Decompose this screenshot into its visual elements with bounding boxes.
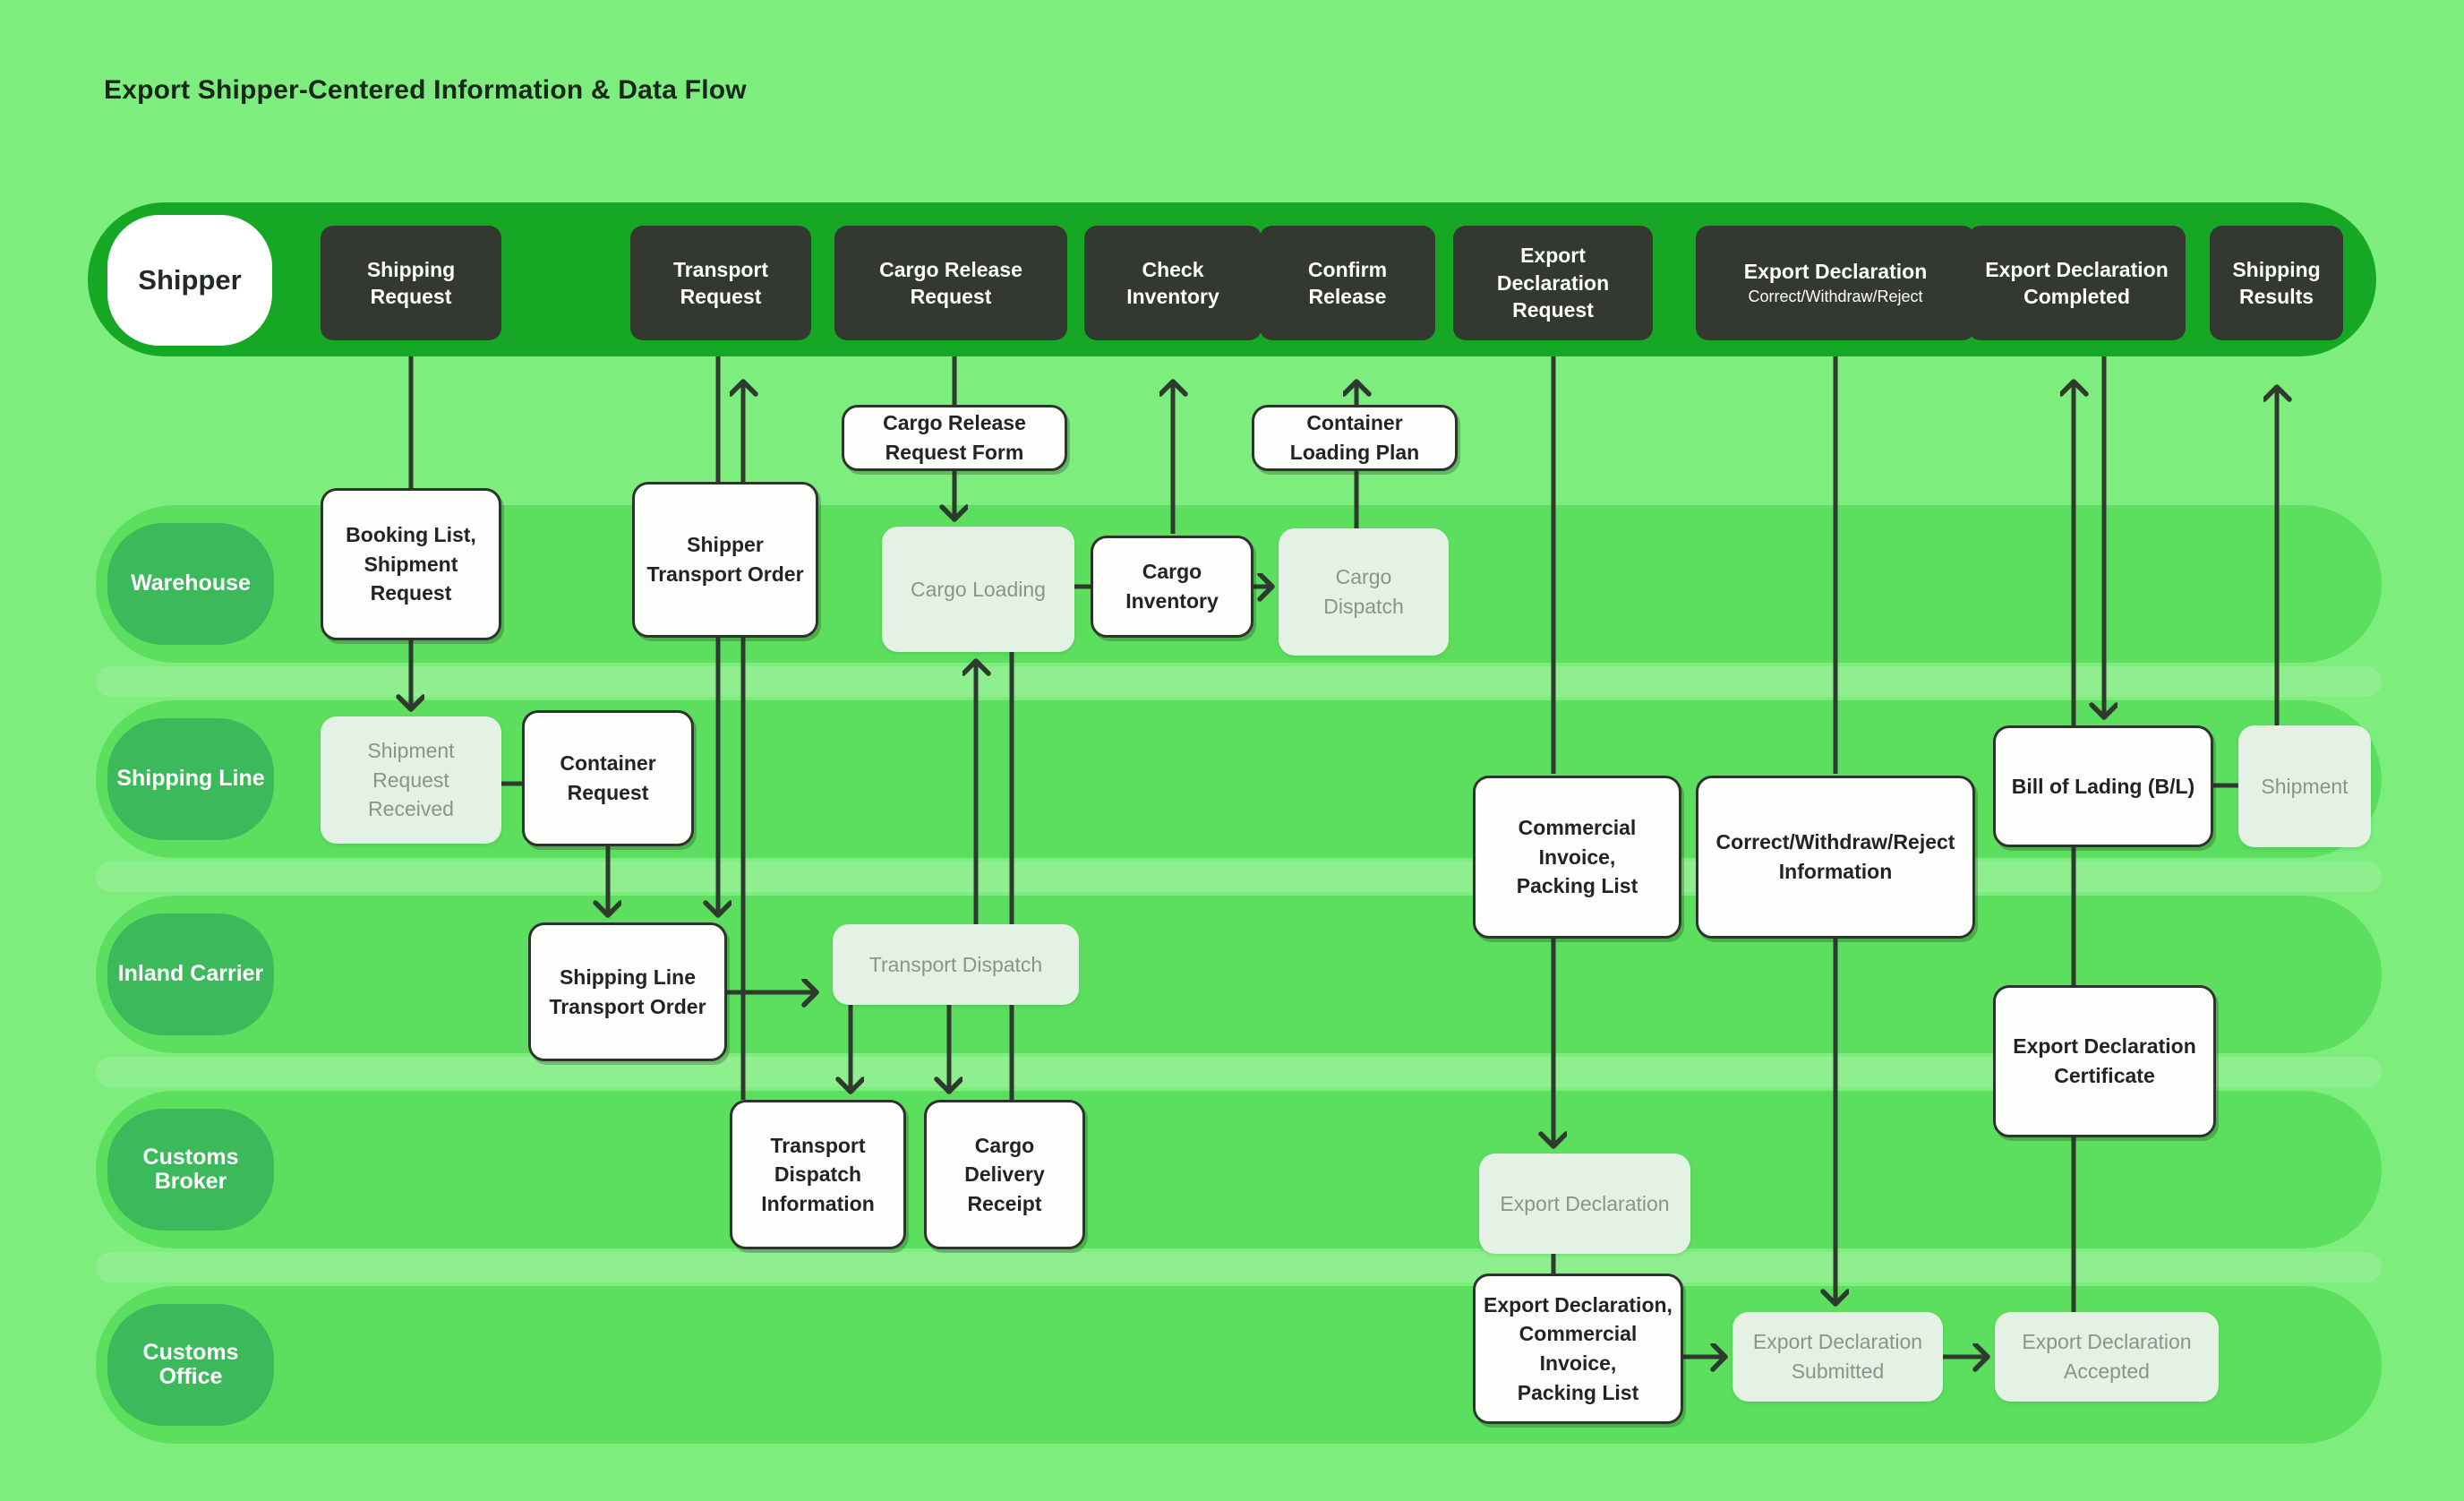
node-label: Shipper Transport Order: [646, 533, 804, 586]
step-cargo-release-request: Cargo Release Request: [834, 226, 1067, 340]
node-label: Cargo Delivery Receipt: [964, 1133, 1045, 1215]
diagram-title: Export Shipper-Centered Information & Da…: [104, 75, 747, 105]
step-label: Export Declaration Completed: [1985, 257, 2169, 308]
node-label: Export Declaration Certificate: [2013, 1034, 2196, 1087]
node-label: Shipment Request Received: [367, 739, 455, 821]
node-label: Export Declaration, Commercial Invoice, …: [1484, 1292, 1673, 1404]
lane-label-text: Customs Broker: [142, 1144, 239, 1194]
step-label: Export Declaration: [1743, 260, 1928, 284]
lane-label-customs-broker: Customs Broker: [107, 1109, 274, 1231]
node-shipper-transport-order: Shipper Transport Order: [632, 482, 818, 638]
node-label: Correct/Withdraw/Reject Information: [1715, 830, 1955, 883]
node-label: Shipment: [2261, 774, 2348, 798]
node-correct-withdraw-reject-information: Correct/Withdraw/Reject Information: [1696, 776, 1975, 939]
node-container-loading-plan: Container Loading Plan: [1252, 405, 1458, 471]
node-label: Cargo Release Request Form: [883, 411, 1026, 464]
node-label: Bill of Lading (B/L): [2011, 774, 2195, 798]
node-transport-dispatch-information: Transport Dispatch Information: [730, 1100, 906, 1249]
node-bill-of-lading: Bill of Lading (B/L): [1993, 725, 2213, 847]
step-export-declaration-request: Export Declaration Request: [1453, 226, 1653, 340]
node-label: Transport Dispatch: [868, 952, 1043, 976]
step-label: Confirm Release: [1307, 257, 1388, 308]
node-label: Shipping Line Transport Order: [549, 965, 706, 1018]
node-cargo-dispatch: Cargo Dispatch: [1279, 528, 1449, 656]
node-label: Cargo Loading: [911, 577, 1046, 601]
step-shipping-request: Shipping Request: [321, 226, 501, 340]
node-commercial-invoice-packing-list: Commercial Invoice, Packing List: [1473, 776, 1681, 939]
node-cargo-loading: Cargo Loading: [882, 527, 1074, 652]
node-shipment-request-received: Shipment Request Received: [321, 716, 501, 844]
node-export-declaration-certificate: Export Declaration Certificate: [1993, 985, 2216, 1137]
node-label: Booking List, Shipment Request: [346, 523, 476, 605]
step-transport-request: Transport Request: [630, 226, 811, 340]
node-export-declaration: Export Declaration: [1479, 1154, 1690, 1254]
lane-label-text: Warehouse: [131, 570, 251, 596]
step-label: Shipping Request: [366, 257, 456, 308]
shipper-actor-label: Shipper: [138, 264, 242, 296]
lane-label-inland-carrier: Inland Carrier: [107, 913, 274, 1035]
node-export-declaration-submitted: Export Declaration Submitted: [1732, 1312, 1943, 1402]
node-export-declaration-accepted: Export Declaration Accepted: [1995, 1312, 2219, 1402]
step-shipping-results: Shipping Results: [2210, 226, 2343, 340]
lane-gap-strip: [96, 666, 2382, 697]
step-export-declaration-completed: Export Declaration Completed: [1968, 226, 2186, 340]
node-label: Export Declaration: [1500, 1191, 1670, 1215]
node-transport-dispatch: Transport Dispatch: [833, 924, 1079, 1005]
node-label: Container Loading Plan: [1289, 411, 1420, 464]
node-booking-list-shipment-request: Booking List, Shipment Request: [321, 488, 501, 640]
node-label: Transport Dispatch Information: [761, 1133, 875, 1215]
step-check-inventory: Check Inventory: [1084, 226, 1262, 340]
step-label: Transport Request: [672, 257, 769, 308]
lane-label-text: Shipping Line: [116, 766, 265, 792]
node-label: Cargo Dispatch: [1323, 565, 1404, 618]
lane-label-text: Inland Carrier: [117, 961, 264, 987]
lane-label-customs-office: Customs Office: [107, 1304, 274, 1426]
lane-label-warehouse: Warehouse: [107, 523, 274, 645]
node-label: Export Declaration Submitted: [1752, 1330, 1923, 1383]
node-cargo-release-request-form: Cargo Release Request Form: [842, 405, 1067, 471]
node-label: Commercial Invoice, Packing List: [1516, 816, 1638, 898]
node-label: Cargo Inventory: [1125, 560, 1219, 613]
lane-label-text: Customs Office: [142, 1339, 239, 1389]
node-cargo-delivery-receipt: Cargo Delivery Receipt: [924, 1100, 1085, 1249]
step-label: Shipping Results: [2232, 257, 2321, 308]
node-container-request: Container Request: [522, 710, 694, 846]
step-confirm-release: Confirm Release: [1260, 226, 1435, 340]
lane-label-shipping-line: Shipping Line: [107, 718, 274, 840]
node-shipping-line-transport-order: Shipping Line Transport Order: [528, 922, 727, 1061]
node-export-declaration-commercial-invoice-packing-list: Export Declaration, Commercial Invoice, …: [1473, 1274, 1683, 1424]
step-label: Check Inventory: [1126, 257, 1219, 308]
shipper-actor-badge: Shipper: [107, 215, 272, 346]
step-sublabel: Correct/Withdraw/Reject: [1748, 287, 1923, 305]
node-cargo-inventory: Cargo Inventory: [1091, 536, 1253, 638]
lane-gap-strip: [96, 1252, 2382, 1282]
step-label: Export Declaration Request: [1496, 244, 1610, 322]
node-shipment: Shipment: [2238, 725, 2371, 847]
lane-gap-strip: [96, 862, 2382, 892]
step-label: Cargo Release Request: [879, 257, 1022, 308]
node-label: Export Declaration Accepted: [2022, 1330, 2192, 1383]
node-label: Container Request: [560, 751, 656, 804]
